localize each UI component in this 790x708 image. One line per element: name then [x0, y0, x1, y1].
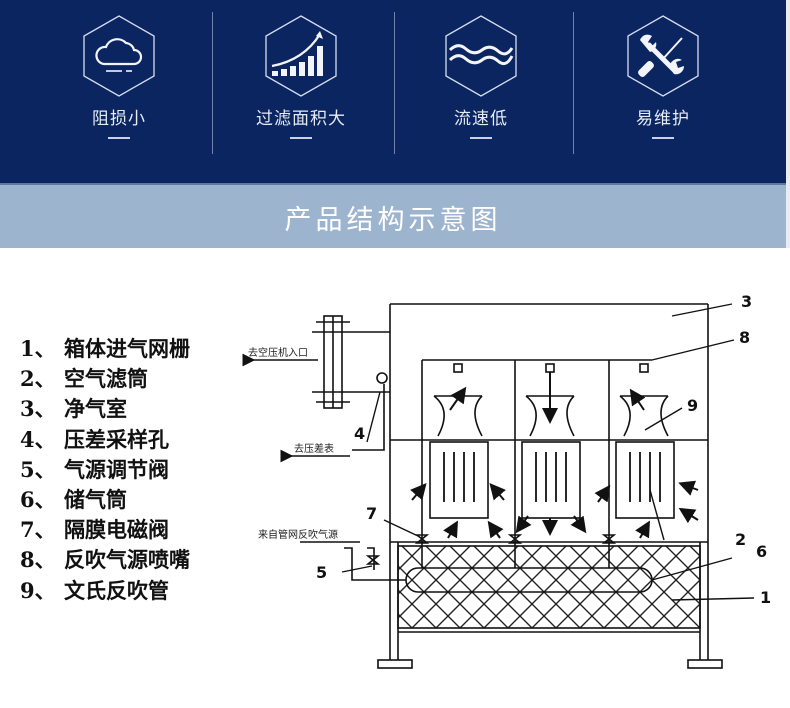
legend-label: 空气滤筒 [64, 366, 148, 392]
feature-low-resistance: 阻损小 [28, 0, 210, 183]
section-title: 产品结构示意图 [284, 205, 502, 236]
legend-number: 8、 [20, 547, 56, 573]
callout-3: 3 [741, 292, 753, 311]
legend-item: 8、反吹气源喷嘴 [20, 544, 190, 574]
legend-item: 7、隔膜电磁阀 [20, 514, 190, 544]
legend-number: 1、 [20, 336, 56, 361]
page-edge [786, 0, 790, 248]
feature-underline [652, 137, 674, 139]
callout-2: 2 [735, 530, 747, 549]
feature-label: 阻损小 [92, 109, 146, 129]
legend-item: 5、气源调节阀 [20, 454, 190, 484]
wrench-screwdriver-icon [627, 15, 699, 97]
feature-label: 过滤面积大 [256, 109, 346, 129]
divider [212, 12, 213, 154]
feature-large-filter-area: 过滤面积大 [210, 0, 392, 183]
wave-icon [445, 15, 517, 97]
legend-label: 压差采样孔 [64, 426, 169, 452]
legend-number: 3、 [20, 396, 56, 422]
cloud-icon [83, 15, 155, 97]
legend-item: 4、压差采样孔 [20, 424, 190, 454]
legend-number: 9、 [20, 577, 56, 603]
divider [573, 12, 574, 154]
callout-5: 5 [316, 563, 328, 582]
legend-number: 5、 [20, 456, 56, 482]
pressure-gauge-label: 去压差表 [294, 444, 334, 455]
legend-label: 净气室 [64, 396, 127, 422]
callout-9: 9 [687, 396, 699, 415]
callout-1: 1 [760, 588, 772, 607]
feature-underline [470, 137, 492, 139]
bar-chart-growth-icon [265, 15, 337, 97]
compressor-inlet-label: 去空压机入口 [248, 348, 308, 359]
diagram-drawing [242, 303, 755, 669]
legend-item: 3、净气室 [20, 393, 190, 423]
feature-underline [108, 137, 130, 139]
legend-number: 2、 [20, 366, 56, 392]
divider [394, 12, 395, 154]
feature-label: 流速低 [454, 109, 508, 129]
structure-diagram: 去空压机入口 去压差表 来自管网反吹气源 2 3 8 9 4 7 5 6 1 [232, 280, 788, 685]
callout-7: 7 [366, 504, 378, 523]
legend-item: 6、储气筒 [20, 484, 190, 514]
section-header: 产品结构示意图 [0, 183, 786, 248]
legend-item: 1、箱体进气网栅 [20, 333, 190, 363]
legend-number: 7、 [20, 517, 56, 543]
feature-easy-maintenance: 易维护 [572, 0, 754, 183]
legend-label: 气源调节阀 [64, 456, 169, 482]
legend-label: 储气筒 [64, 486, 127, 512]
legend-label: 文氏反吹管 [64, 577, 169, 603]
legend-number: 6、 [20, 486, 56, 512]
legend-label: 箱体进气网栅 [64, 336, 190, 361]
legend-item: 2、空气滤筒 [20, 363, 190, 393]
features-banner: 阻损小 过滤面积大 流速低 [0, 0, 786, 183]
feature-low-velocity: 流速低 [390, 0, 572, 183]
legend-label: 隔膜电磁阀 [64, 517, 169, 543]
legend-label: 反吹气源喷嘴 [64, 547, 190, 573]
legend-number: 4、 [20, 426, 56, 452]
parts-legend: 1、箱体进气网栅 2、空气滤筒 3、净气室 4、压差采样孔 5、气源调节阀 6、… [20, 333, 190, 605]
callout-4: 4 [354, 424, 366, 443]
callout-6: 6 [756, 542, 768, 561]
feature-underline [290, 137, 312, 139]
callout-8: 8 [739, 328, 751, 347]
legend-item: 9、文氏反吹管 [20, 575, 190, 605]
pulse-source-label: 来自管网反吹气源 [258, 530, 338, 541]
feature-label: 易维护 [636, 109, 690, 129]
